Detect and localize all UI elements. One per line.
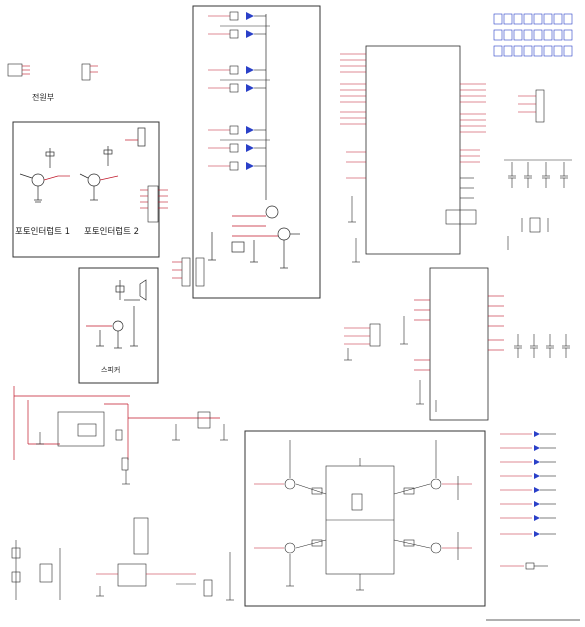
status-led [500,562,548,570]
photo-interrupter-2-label: 포토인터럽트 2 [84,226,139,237]
center-connectors [140,185,205,287]
speaker-label: 스피커 [101,365,120,374]
group-boxes [12,5,486,607]
speaker-box [78,267,159,384]
led-driver-transistors [208,14,300,269]
mcu-u8 [340,45,486,263]
led-row [208,143,266,153]
led-row [208,65,270,81]
left-header-near-ic [344,323,381,361]
power-supply-parts [36,411,228,485]
led-row [208,83,266,93]
status-led [500,487,556,493]
photo-interrupter-box [12,121,160,258]
led-row [208,125,270,141]
ic-u9 [400,267,504,421]
led-row [208,11,270,27]
status-led [500,531,556,537]
status-led [500,431,556,437]
bottom-left-circuit [11,517,234,601]
status-led-list [500,431,556,570]
status-led [500,473,556,479]
decoupling-caps [504,159,572,250]
right-connector [518,89,545,123]
motor-driver-circuit [254,440,472,591]
photo-interrupter-1-label: 포토인터럽트 1 [15,226,70,237]
status-led [500,445,556,451]
status-led [500,515,556,521]
photo-interrupter-circuits [19,127,146,203]
led-array [208,11,270,171]
status-led [500,459,556,465]
speaker-circuit [86,279,147,349]
status-led [500,501,556,507]
top-left-connectors [7,63,98,81]
led-row [208,161,266,171]
top-right-header-grid [493,13,573,57]
right-caps-2 [514,334,570,358]
led-driver-box [192,5,321,299]
motor-driver-box [244,430,486,607]
power-block-label: 전원부 [32,92,54,102]
power-supply-circuit [13,386,220,460]
led-row [208,29,266,39]
